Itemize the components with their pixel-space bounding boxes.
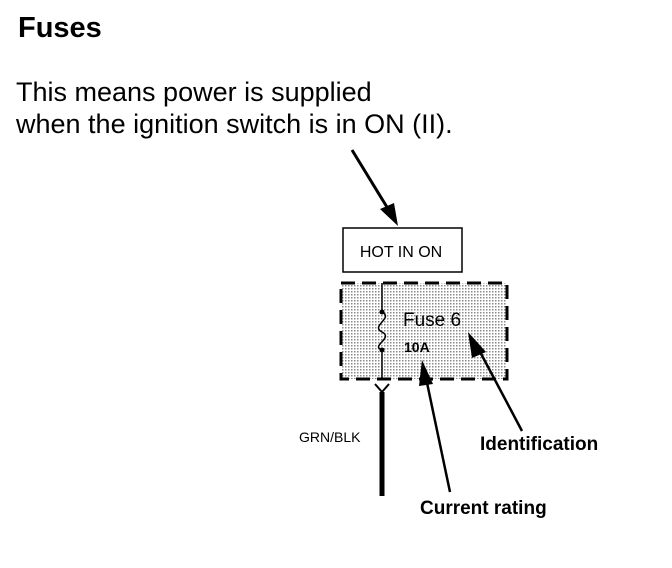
caption-line-2: when the ignition switch is in ON (II). — [16, 109, 453, 139]
caption-arrow — [350, 149, 398, 226]
wire-connector — [374, 383, 390, 496]
wire-label: GRN/BLK — [299, 429, 361, 445]
current-rating-label: Current rating — [420, 498, 547, 519]
fuse-rating: 10A — [404, 339, 430, 355]
identification-label: Identification — [480, 434, 598, 455]
caption-line-1: This means power is supplied — [16, 77, 372, 107]
fuse-symbol — [377, 283, 387, 379]
hot-in-on-label: HOT IN ON — [360, 244, 442, 261]
current-rating-arrow — [419, 360, 452, 493]
identification-arrow — [468, 332, 524, 432]
page-title: Fuses — [18, 12, 102, 44]
caption: This means power is supplied when the ig… — [16, 76, 453, 140]
fuse-box — [339, 281, 509, 381]
fuse-name: Fuse 6 — [403, 310, 461, 331]
hot-in-on-box: HOT IN ON — [342, 227, 463, 273]
